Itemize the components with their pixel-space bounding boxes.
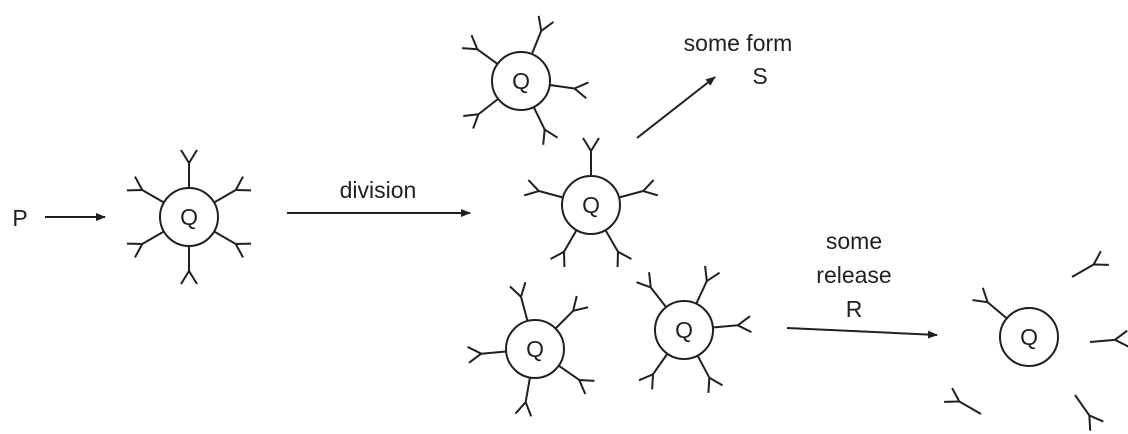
cell-label: Q bbox=[582, 192, 600, 218]
division-label: division bbox=[340, 177, 417, 203]
released-receptor-2 bbox=[1088, 329, 1128, 351]
cell-label: Q bbox=[1020, 324, 1038, 350]
released-receptor-4 bbox=[1067, 389, 1105, 432]
released-receptor-1 bbox=[1067, 250, 1110, 285]
form-label-line2: S bbox=[752, 63, 767, 89]
release-label-line3: R bbox=[846, 296, 863, 322]
form-label-line1: some form bbox=[684, 30, 793, 56]
release-label-line2: release bbox=[816, 262, 891, 288]
cell-2: Q bbox=[461, 14, 590, 146]
start-label-p: P bbox=[12, 205, 27, 231]
cell-3: Q bbox=[523, 137, 659, 269]
cell-label: Q bbox=[675, 317, 693, 343]
cell-5: Q bbox=[635, 264, 753, 394]
cell-label: Q bbox=[526, 336, 544, 362]
cell-label: Q bbox=[512, 68, 530, 94]
cell-6: Q bbox=[971, 286, 1059, 367]
released-receptor-3 bbox=[943, 387, 986, 422]
cell-label: Q bbox=[180, 204, 198, 230]
arrow-release bbox=[786, 327, 938, 339]
arrow-form bbox=[636, 76, 716, 139]
cell-1: Q bbox=[125, 149, 253, 285]
release-label-line1: some bbox=[826, 228, 882, 254]
cell-4: Q bbox=[466, 281, 596, 418]
